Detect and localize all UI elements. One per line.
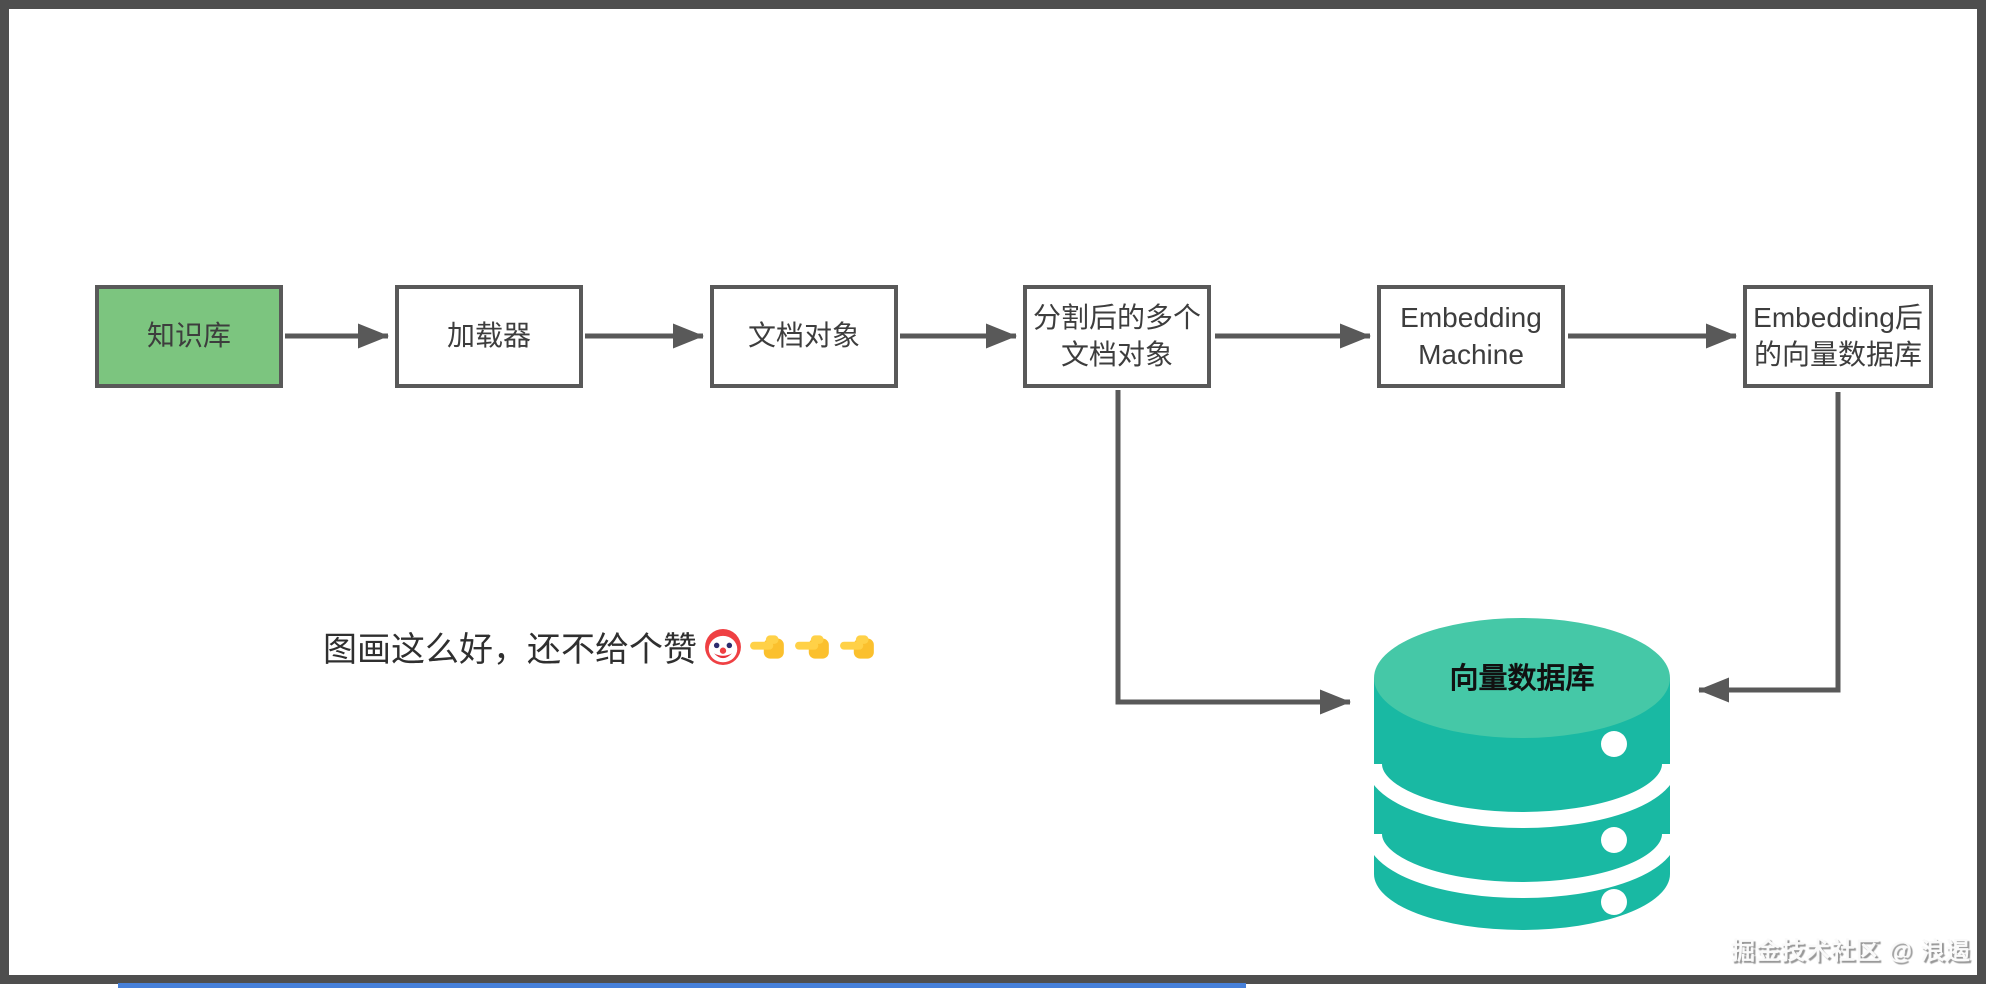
node-label: Embedding后 [1753, 301, 1923, 333]
node-label: 文档对象 [1060, 338, 1173, 370]
pointing-left-icon [795, 634, 829, 659]
vector-database-icon: 向量数据库 [1372, 618, 1672, 930]
bottom-accent-bar [118, 983, 1246, 988]
pointing-left-icon [750, 634, 784, 659]
pointing-left-icon [840, 634, 874, 659]
node-label: 分割后的多个 [1032, 301, 1201, 333]
caption: 图画这么好，还不给个赞 [323, 622, 877, 671]
node-embedded-vector-db: Embedding后 的向量数据库 [1743, 285, 1933, 388]
db-dot [1601, 731, 1627, 757]
node-doc-object: 文档对象 [710, 285, 898, 388]
node-label: 知识库 [146, 320, 231, 352]
node-split-docs: 分割后的多个 文档对象 [1023, 285, 1211, 388]
node-label: 的向量数据库 [1753, 338, 1922, 370]
vector-database-label: 向量数据库 [1449, 662, 1594, 695]
node-label: 文档对象 [747, 320, 860, 352]
node-loader: 加载器 [395, 285, 583, 388]
clown-face-icon [705, 628, 741, 665]
node-label: 加载器 [446, 320, 531, 352]
db-dot [1601, 827, 1627, 853]
db-dot [1601, 889, 1627, 915]
node-embedding-machine: Embedding Machine [1377, 285, 1565, 388]
watermark: 掘金技术社区 @ 浪遏 [1731, 938, 1971, 965]
node-label: Embedding [1400, 301, 1542, 333]
node-knowledge-base: 知识库 [95, 285, 283, 388]
node-label: Machine [1418, 338, 1524, 370]
caption-text: 图画这么好，还不给个赞 [323, 631, 697, 669]
